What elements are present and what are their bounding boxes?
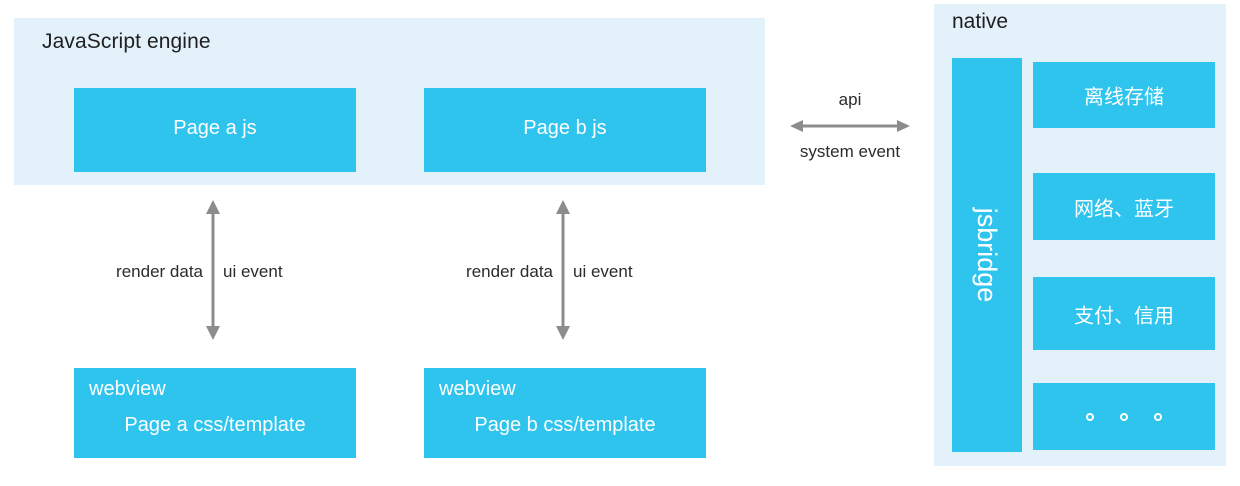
native-item-1-label: 网络、蓝牙 [1074,198,1174,220]
page-b-js-box[interactable]: Page b js [424,88,706,172]
native-item-2-label: 支付、信用 [1074,305,1174,327]
api-label: api [838,90,862,109]
native-item-0-label: 离线存储 [1084,86,1164,109]
system-event-label: system event [799,142,901,161]
dot-icon [1120,412,1128,421]
ellipsis-dots-icon [1033,412,1215,421]
render-data-ui-event-arrow-b [556,200,570,340]
render-data-ui-event-arrow-a [206,200,220,340]
page-b-js-label: Page b js [523,117,607,139]
ui-event-label-a: ui event [223,262,283,281]
native-item-network-bluetooth[interactable]: 网络、蓝牙 [1033,173,1215,240]
native-item-payment-credit[interactable]: 支付、信用 [1033,277,1215,350]
native-item-offline-storage[interactable]: 离线存储 [1033,62,1215,128]
jsbridge-bar[interactable]: jsbridge [952,58,1022,452]
page-a-js-box[interactable]: Page a js [74,88,356,172]
jsbridge-label: jsbridge [972,207,1002,303]
native-title: native [952,10,1009,33]
dot-icon [1154,412,1162,421]
render-data-label-a: render data [116,262,203,281]
native-item-more[interactable] [1033,383,1215,450]
ui-event-label-b: ui event [573,262,633,281]
page-a-js-label: Page a js [173,117,257,139]
dot-icon [1086,412,1094,421]
webview-b-subtitle: Page b css/template [474,414,656,436]
webview-b-title: webview [439,378,516,400]
webview-a-subtitle: Page a css/template [124,414,306,436]
webview-b-box[interactable]: webview Page b css/template [424,368,706,458]
webview-a-box[interactable]: webview Page a css/template [74,368,356,458]
render-data-label-b: render data [466,262,553,281]
webview-a-title: webview [89,378,166,400]
api-system-event-arrow [790,120,910,132]
javascript-engine-title: JavaScript engine [42,30,211,53]
